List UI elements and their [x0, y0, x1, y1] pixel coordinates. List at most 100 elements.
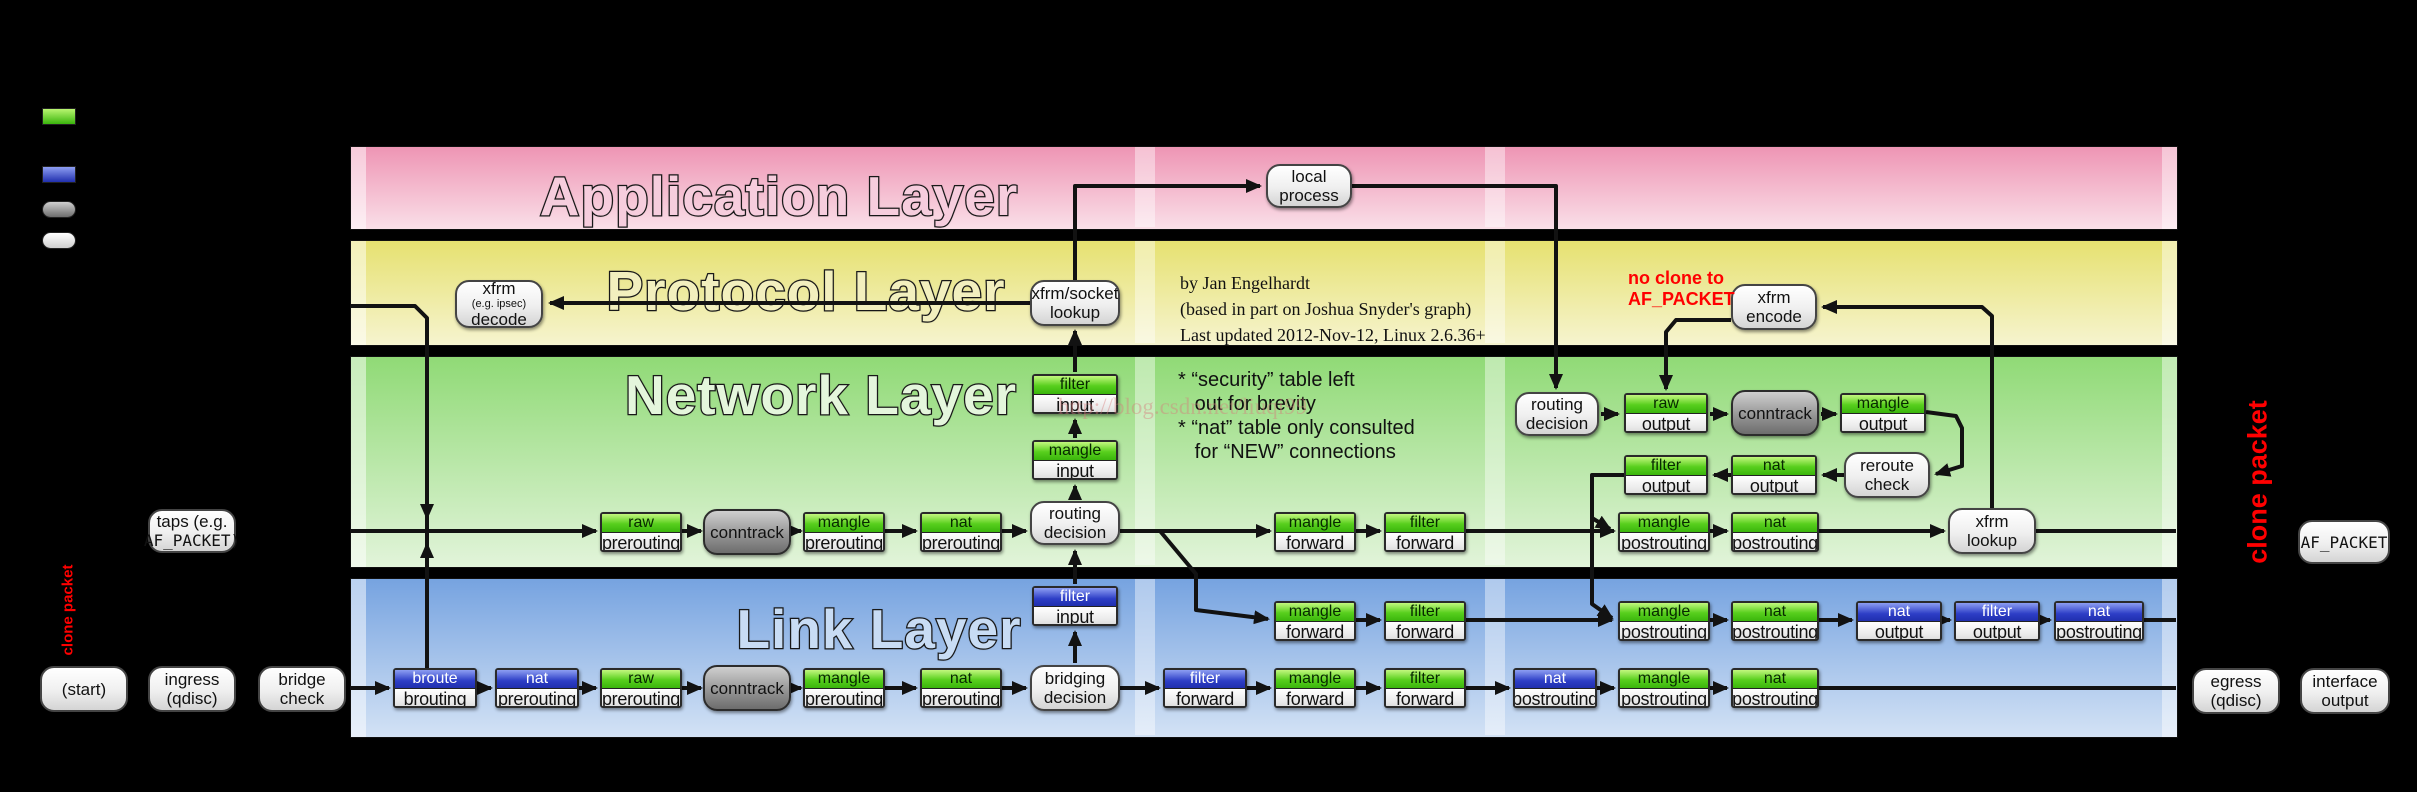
table-label: mangle [1276, 514, 1354, 533]
chain-label: prerouting [601, 689, 681, 708]
table-label: nat [497, 670, 577, 689]
table-label: raw [1626, 395, 1706, 414]
note-line: * “nat” table only consulted [1178, 417, 1415, 439]
node-egress-qdisc: egress(qdisc) [2192, 668, 2280, 714]
credit-line: by Jan Engelhardt [1180, 273, 1310, 293]
table-label: filter [1386, 603, 1464, 622]
legend-process-white [42, 232, 76, 249]
node-label-line: bridge [278, 670, 326, 689]
node-conntrack-out: conntrack [1731, 390, 1819, 436]
chain-label: postrouting [1513, 689, 1597, 708]
column-separator-stripe [1135, 241, 1155, 343]
node-ingress-qdisc: ingress(qdisc) [148, 666, 236, 712]
table-label: mangle [1620, 603, 1708, 622]
chain-label: forward [1386, 622, 1464, 639]
table-label: filter [1034, 588, 1116, 607]
flow-edge [1073, 179, 1262, 280]
node-label-line: decision [1525, 414, 1589, 433]
clone-packet-label-right: clone packet [2242, 400, 2273, 564]
table-label: nat [1733, 457, 1815, 476]
table-label: filter [1034, 376, 1116, 395]
flow-edge [1659, 318, 1731, 391]
node-label-line: decision [1043, 688, 1107, 707]
node-label-line: xfrm/socket [1031, 284, 1119, 303]
node-label-line: interface [2312, 672, 2378, 691]
chain-label: forward [1276, 689, 1354, 706]
flow-edge [1352, 184, 1563, 390]
notes-text: * “security” table left out for brevity … [1178, 368, 1415, 464]
chain-label: postrouting [2056, 622, 2142, 641]
node-label-line: egress [2210, 672, 2262, 691]
node-label-line: lookup [1966, 531, 2018, 550]
table-label: filter [1386, 514, 1464, 533]
chain-label: output [1626, 414, 1706, 431]
table-label: nat [1733, 514, 1817, 533]
node-label-line: reroute [1860, 456, 1914, 475]
node-label-line: bridging [1044, 669, 1106, 688]
table-label: nat [1733, 670, 1817, 689]
table-label: nat [1858, 603, 1940, 622]
protocol-layer-band: Protocol Layer [350, 240, 2178, 346]
node-label-line: check [1864, 475, 1910, 494]
node-label-line: process [1279, 186, 1339, 205]
chain-label: output [1956, 622, 2038, 639]
node-conntrack-net: conntrack [703, 509, 791, 555]
node-label-line: lookup [1049, 303, 1101, 322]
chain-label: input [1034, 461, 1116, 478]
legend-chain-blue [42, 166, 76, 183]
chain-label: output [1842, 414, 1924, 431]
node-xfrm-decode: xfrm(e.g. ipsec)decode [455, 279, 543, 329]
chain-label: brouting [395, 689, 475, 706]
chain-label: forward [1386, 689, 1464, 706]
chain-label: prerouting [497, 689, 577, 708]
chain-label: prerouting [804, 533, 884, 552]
no-clone-line: AF_PACKET [1628, 289, 1735, 309]
node-label-line: (e.g. ipsec) [471, 298, 527, 310]
chain-label: prerouting [921, 533, 1001, 552]
node-label-line: encode [1746, 307, 1802, 326]
table-label: raw [602, 514, 680, 533]
table-label: filter [1956, 603, 2038, 622]
table-label: nat [2056, 603, 2142, 622]
chain-label: output [1733, 476, 1815, 493]
node-label-line: check [279, 689, 325, 708]
chain-label: output [1626, 476, 1706, 493]
column-separator-stripe [1485, 357, 1505, 565]
node-label-line: (qdisc) [166, 689, 218, 708]
node-af-packet: AF_PACKET [2298, 520, 2390, 564]
table-label: raw [602, 670, 680, 689]
credit-line: (based in part on Joshua Snyder's graph) [1180, 299, 1472, 319]
note-line: * “security” table left [1178, 369, 1355, 391]
table-label: filter [1626, 457, 1706, 476]
node-label-line: output [2321, 691, 2369, 710]
node-start: (start) [40, 666, 128, 712]
legend-kernel-gray [42, 201, 76, 218]
chain-label: postrouting [1732, 622, 1818, 641]
chain-label: postrouting [1620, 622, 1708, 641]
